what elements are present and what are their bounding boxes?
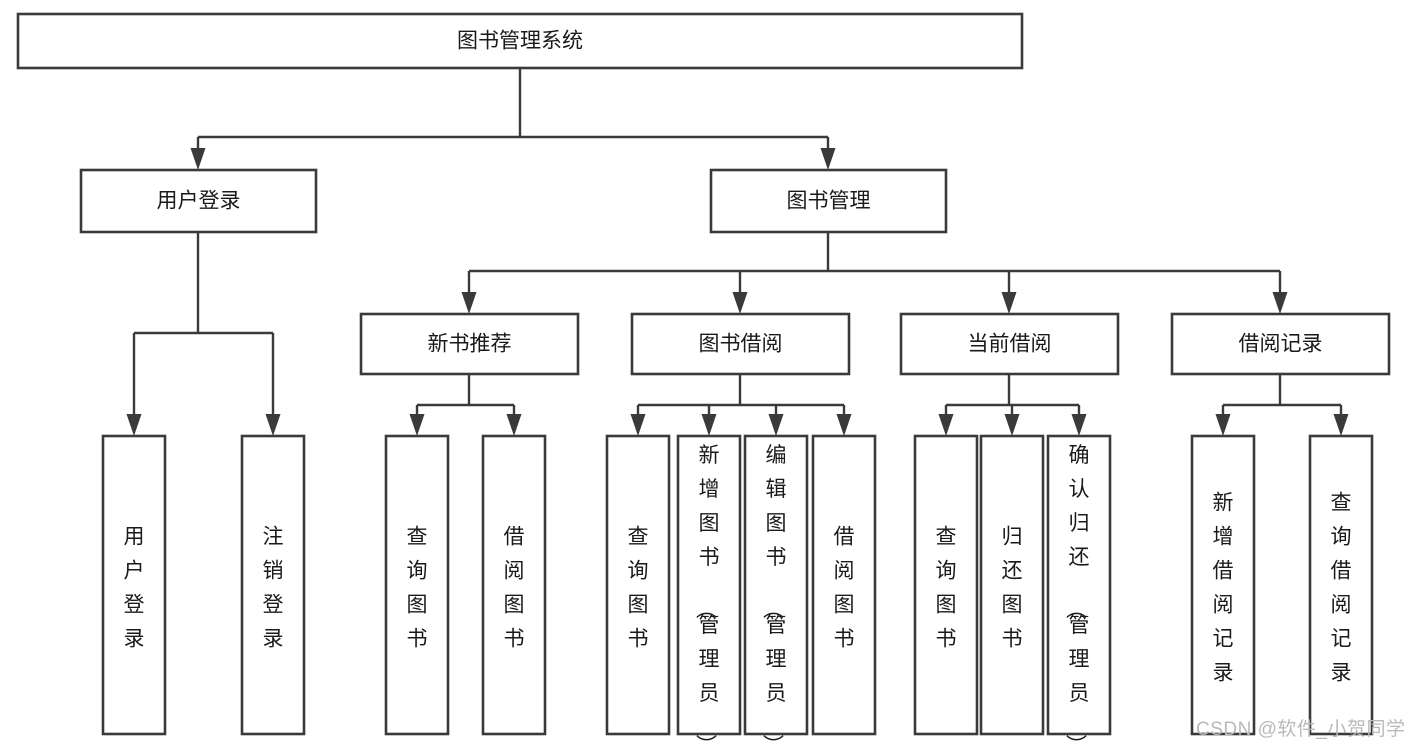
node-leaf-return-book[interactable]: 归还图书	[979, 434, 1045, 736]
connector-arrowhead-icon	[461, 292, 477, 314]
node-box[interactable]	[481, 434, 547, 736]
connector-arrowhead-icon	[1001, 292, 1017, 314]
node-borrow-record[interactable]: 借阅记录	[1170, 312, 1391, 376]
node-leaf-confirm-return[interactable]: 确认归还（管理员）	[1046, 434, 1112, 747]
node-label: 图书管理系统	[457, 30, 583, 53]
connector-arrowhead-icon	[701, 414, 717, 436]
connector-group	[630, 374, 852, 436]
node-leaf-user-login[interactable]: 用户登录	[101, 434, 167, 736]
connector-arrowhead-icon	[190, 148, 206, 170]
node-label: 借阅记录	[1239, 333, 1323, 356]
node-label: 当前借阅	[968, 333, 1052, 356]
node-box[interactable]	[384, 434, 450, 736]
nodes-layer: 图书管理系统用户登录图书管理新书推荐图书借阅当前借阅借阅记录用户登录注销登录查询…	[16, 12, 1391, 747]
node-box[interactable]	[743, 434, 809, 736]
node-label: 编辑图书（管理员）	[761, 444, 787, 747]
node-box[interactable]	[16, 12, 1024, 70]
node-label: 用户登录	[157, 190, 241, 213]
node-box[interactable]	[630, 312, 851, 376]
connectors-layer	[126, 68, 1349, 436]
node-user-login[interactable]: 用户登录	[79, 168, 318, 234]
node-box[interactable]	[913, 434, 979, 736]
node-leaf-edit-book[interactable]: 编辑图书（管理员）	[743, 434, 809, 747]
connector-arrowhead-icon	[1071, 414, 1087, 436]
connector-arrowhead-icon	[630, 414, 646, 436]
node-leaf-query-record[interactable]: 查询借阅记录	[1308, 434, 1374, 736]
node-label: 新书推荐	[428, 333, 512, 356]
node-label: 查询图书	[936, 526, 957, 651]
connector-arrowhead-icon	[768, 414, 784, 436]
node-new-book-rec[interactable]: 新书推荐	[359, 312, 580, 376]
connector-arrowhead-icon	[1215, 414, 1231, 436]
node-label: 新增借阅记录	[1213, 492, 1234, 685]
connector-group	[938, 374, 1087, 436]
node-box[interactable]	[979, 434, 1045, 736]
node-leaf-query-book-2[interactable]: 查询图书	[605, 434, 671, 736]
node-box[interactable]	[240, 434, 306, 736]
node-box[interactable]	[899, 312, 1120, 376]
node-box[interactable]	[811, 434, 877, 736]
node-leaf-user-logout[interactable]: 注销登录	[240, 434, 306, 736]
node-box[interactable]	[79, 168, 318, 234]
node-label: 查询图书	[628, 526, 649, 651]
node-label: 用户登录	[124, 526, 145, 651]
connector-arrowhead-icon	[1004, 414, 1020, 436]
node-box[interactable]	[1046, 434, 1112, 736]
node-book-borrow[interactable]: 图书借阅	[630, 312, 851, 376]
connector-group	[461, 232, 1288, 314]
node-box[interactable]	[1170, 312, 1391, 376]
node-box[interactable]	[676, 434, 742, 736]
connector-arrowhead-icon	[820, 148, 836, 170]
node-label: 查询借阅记录	[1331, 492, 1352, 685]
node-label: 借阅图书	[504, 526, 525, 651]
connector-arrowhead-icon	[1333, 414, 1349, 436]
node-root[interactable]: 图书管理系统	[16, 12, 1024, 70]
node-leaf-query-book-1[interactable]: 查询图书	[384, 434, 450, 736]
node-label: 注销登录	[263, 526, 284, 651]
connector-arrowhead-icon	[938, 414, 954, 436]
node-box[interactable]	[1308, 434, 1374, 736]
connector-group	[1215, 374, 1349, 436]
connector-group	[126, 232, 281, 436]
node-box[interactable]	[359, 312, 580, 376]
node-label: 确认归还（管理员）	[1064, 444, 1090, 747]
node-box[interactable]	[709, 168, 948, 234]
node-label: 新增图书（管理员）	[694, 444, 720, 747]
connector-arrowhead-icon	[732, 292, 748, 314]
node-label: 图书借阅	[699, 333, 783, 356]
node-box[interactable]	[101, 434, 167, 736]
connector-group	[409, 374, 522, 436]
connector-arrowhead-icon	[126, 414, 142, 436]
node-box[interactable]	[1190, 434, 1256, 736]
node-leaf-query-book-3[interactable]: 查询图书	[913, 434, 979, 736]
connector-arrowhead-icon	[506, 414, 522, 436]
node-leaf-add-record[interactable]: 新增借阅记录	[1190, 434, 1256, 736]
connector-arrowhead-icon	[265, 414, 281, 436]
node-label: 借阅图书	[834, 526, 855, 651]
node-leaf-borrow-book-1[interactable]: 借阅图书	[481, 434, 547, 736]
node-current-borrow[interactable]: 当前借阅	[899, 312, 1120, 376]
node-leaf-borrow-book-2[interactable]: 借阅图书	[811, 434, 877, 736]
connector-group	[190, 68, 836, 170]
node-label: 归还图书	[1002, 526, 1023, 651]
node-label: 图书管理	[787, 190, 871, 213]
connector-arrowhead-icon	[836, 414, 852, 436]
connector-arrowhead-icon	[409, 414, 425, 436]
node-label: 查询图书	[407, 526, 428, 651]
node-leaf-add-book[interactable]: 新增图书（管理员）	[676, 434, 742, 747]
node-box[interactable]	[605, 434, 671, 736]
connector-arrowhead-icon	[1272, 292, 1288, 314]
node-book-manage[interactable]: 图书管理	[709, 168, 948, 234]
